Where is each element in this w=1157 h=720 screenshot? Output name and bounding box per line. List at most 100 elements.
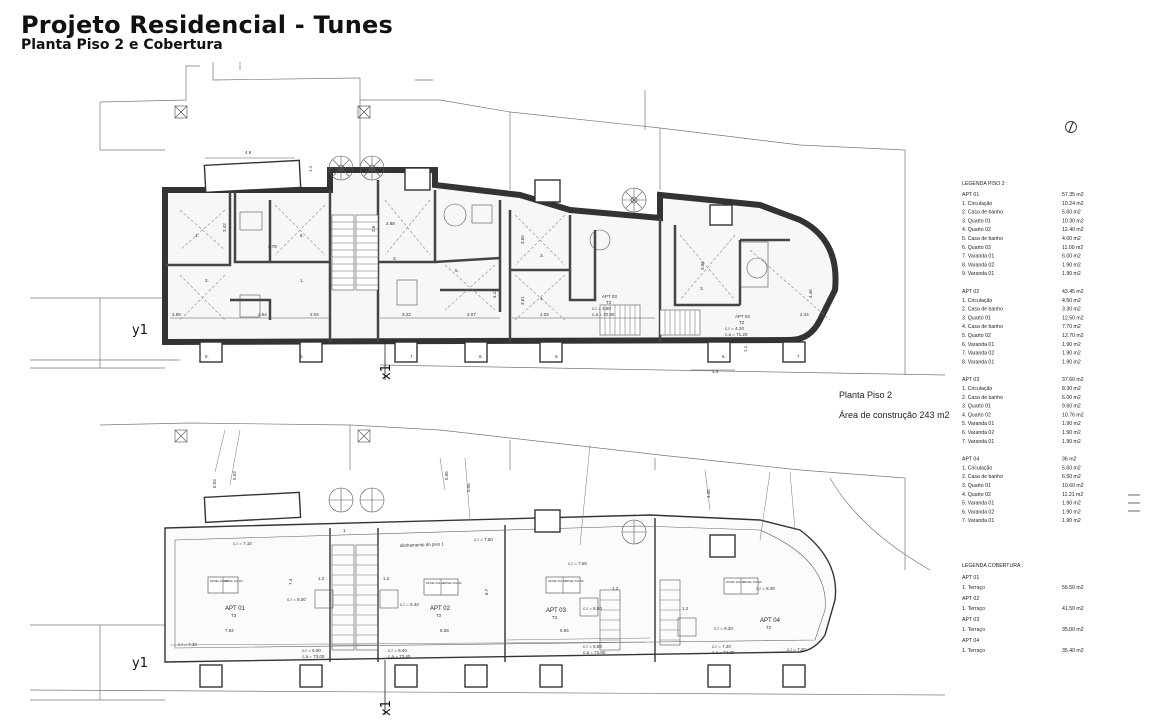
roof-apt-name: APT 01 xyxy=(225,606,246,612)
legend-room-area: 5.60 m2 xyxy=(1062,210,1081,216)
solar-panel-label: PAINEL SOLAR xyxy=(443,581,462,585)
solar-panel-label: PAINEL SOLAR xyxy=(565,579,584,583)
legend-room-area: 1.90 m2 xyxy=(1062,342,1081,348)
legend-room-name: 7. Varanda 01 xyxy=(962,439,994,445)
floor-dimension: 3.6 xyxy=(371,225,376,232)
floor-dimension: 2.44 xyxy=(800,312,809,317)
floor-apt-name: APT 03 xyxy=(602,294,617,299)
legend-room-area: 8.30 m2 xyxy=(1062,386,1081,392)
floor-dimension: 4.9 xyxy=(245,150,252,155)
solar-panel-label: PAINEL SOLAR xyxy=(743,580,762,584)
legend-room-area: 12.70 m2 xyxy=(1062,333,1084,339)
roof-apt-name: APT 03 xyxy=(546,608,567,614)
site-context-top xyxy=(30,62,946,376)
floor-room-number: 6. xyxy=(555,354,559,359)
legend-room-name: 5. Varanda 01 xyxy=(962,501,994,507)
legend-room-name: 4. Quarto 02 xyxy=(962,412,991,418)
roof-level: c.r = 6.00 xyxy=(302,648,321,653)
roof-dimension: 4.05 xyxy=(706,489,711,498)
axis-markers: x1 x1 y1 y1 xyxy=(132,323,394,716)
floor-dimension: 2.64 xyxy=(258,312,267,317)
floor-dimension: 3.07 xyxy=(467,312,476,317)
roof-height: c.a = 73.80 xyxy=(583,650,606,655)
roof-alignment-note: alinhamento do piso 1 xyxy=(400,541,445,548)
roof-dimension: 1.2 xyxy=(318,576,325,581)
roof-apt-name: APT 04 xyxy=(760,618,781,624)
floor-dimension: 3.96 xyxy=(700,261,705,270)
legend-roof-item-name: 1. Terraço xyxy=(962,585,985,591)
legend-room-name: 5. Casa de banho xyxy=(962,236,1003,242)
legend-room-name: 1. Circulação xyxy=(962,201,992,207)
floor-apt-height: c.a = 71.20 xyxy=(725,332,748,337)
legend-roof: LEGENDA COBERTURA : APT 01 1. Terraço 56.50… xyxy=(962,563,1084,654)
roof-level: c.r = 6.40 xyxy=(388,648,407,653)
floor-dimension: 1.1 xyxy=(308,165,313,172)
legend-room-area: 1.90 m2 xyxy=(1062,262,1081,268)
legend-room-name: 4. Casa de banho xyxy=(962,324,1003,330)
legend-room-area: 9.60 m2 xyxy=(1062,404,1081,410)
floor-dimension: 3.65 xyxy=(520,235,525,244)
legend-room-area: 1.90 m2 xyxy=(1062,501,1081,507)
legend-room-name: 1. Circulação xyxy=(962,386,992,392)
roof-level: c.r = 7.10 xyxy=(178,642,197,647)
legend-room-area: 1.90 m2 xyxy=(1062,518,1081,524)
legend-room-area: 1.90 m2 xyxy=(1062,430,1081,436)
roof-apt-area: 8.08 xyxy=(440,628,449,633)
legend-roof-apt-name: APT 04 xyxy=(962,638,979,644)
roof-dimension: 1 xyxy=(343,528,346,533)
legend-roof-item-area: 56.50 m2 xyxy=(1062,585,1084,591)
floor-apt-type: T2 xyxy=(739,320,745,325)
floor-room-number: 6. xyxy=(300,233,304,238)
legend-floor-heading: LEGENDA PISO 2 : xyxy=(962,181,1008,187)
legend-room-area: 4.00 m2 xyxy=(1062,236,1081,242)
floor-dimension: 2.04 xyxy=(310,312,319,317)
floor-apt-height: c.a = 70.80 xyxy=(592,312,615,317)
legend-apt-name: APT 03 xyxy=(962,377,979,383)
floor-dimension: 2.79 xyxy=(268,244,277,249)
legend-room-area: 1.90 m2 xyxy=(1062,421,1081,427)
legend-room-name: 4. Quarto 02 xyxy=(962,492,991,498)
legend-roof-heading: LEGENDA COBERTURA : xyxy=(962,563,1023,569)
legend-roof-item-name: 1. Terraço xyxy=(962,648,985,654)
floor-room-number: 8. xyxy=(479,354,483,359)
legend-apt-name: APT 04 xyxy=(962,457,979,463)
legend-room-name: 7. Varanda 01 xyxy=(962,254,994,260)
roof-level: c.r = 8.30 xyxy=(756,586,775,591)
roof-apt-area: 7.84 xyxy=(225,628,234,633)
legend-room-area: 1.90 m2 xyxy=(1062,271,1081,277)
legend-apt-total: 43.45 m2 xyxy=(1062,289,1084,295)
legend-roof-apt-name: APT 01 xyxy=(962,575,979,581)
floor-room-number: 6. xyxy=(722,354,726,359)
legend-apt-name: APT 02 xyxy=(962,289,979,295)
floor-dimension-labels: 4.93.422.792.883.63.654.133.613.964.462.… xyxy=(172,150,813,374)
floor-dimension: 2.95 xyxy=(172,312,181,317)
floor-dimension: 1.1 xyxy=(743,345,748,352)
floor-room-number: 6. xyxy=(300,354,304,359)
legend-room-name: 2. Casa de banho xyxy=(962,474,1003,480)
floor-room-number: 3. xyxy=(393,256,397,261)
floor-apt-level: c.r = 3.80 xyxy=(592,306,611,311)
legend-room-name: 5. Quarto 02 xyxy=(962,333,991,339)
roof-level: c.r = 9.20 xyxy=(714,626,733,631)
floor-dimension: 3.61 xyxy=(520,296,525,305)
legend-room-name: 4. Quarto 02 xyxy=(962,227,991,233)
roof-dimension: 1.2 xyxy=(612,586,619,591)
legend-room-area: 3.30 m2 xyxy=(1062,307,1081,313)
roof-level: c.r = 7.60 xyxy=(568,561,587,566)
legend-room-name: 8. Varanda 01 xyxy=(962,359,994,365)
roof-dimension: 6.03 xyxy=(212,479,217,488)
legend-roof-apt-name: APT 03 xyxy=(962,617,979,623)
roof-level: c.r = 6.80 xyxy=(583,644,602,649)
roof-level: c.r = 7.10 xyxy=(233,541,252,546)
legend-room-name: 6. Quarto 03 xyxy=(962,245,991,251)
roof-dimension: 1.2 xyxy=(682,606,689,611)
legend-room-name: 3. Quarto 01 xyxy=(962,218,991,224)
legend-room-area: 12.40 m2 xyxy=(1062,227,1084,233)
floor-dimension: 4.46 xyxy=(808,289,813,298)
legend-room-name: 1. Circulação xyxy=(962,465,992,471)
legend-room-area: 1.90 m2 xyxy=(1062,359,1081,365)
legend-room-name: 7. Varanda 01 xyxy=(962,518,994,524)
legend-room-area: 10.60 m2 xyxy=(1062,483,1084,489)
